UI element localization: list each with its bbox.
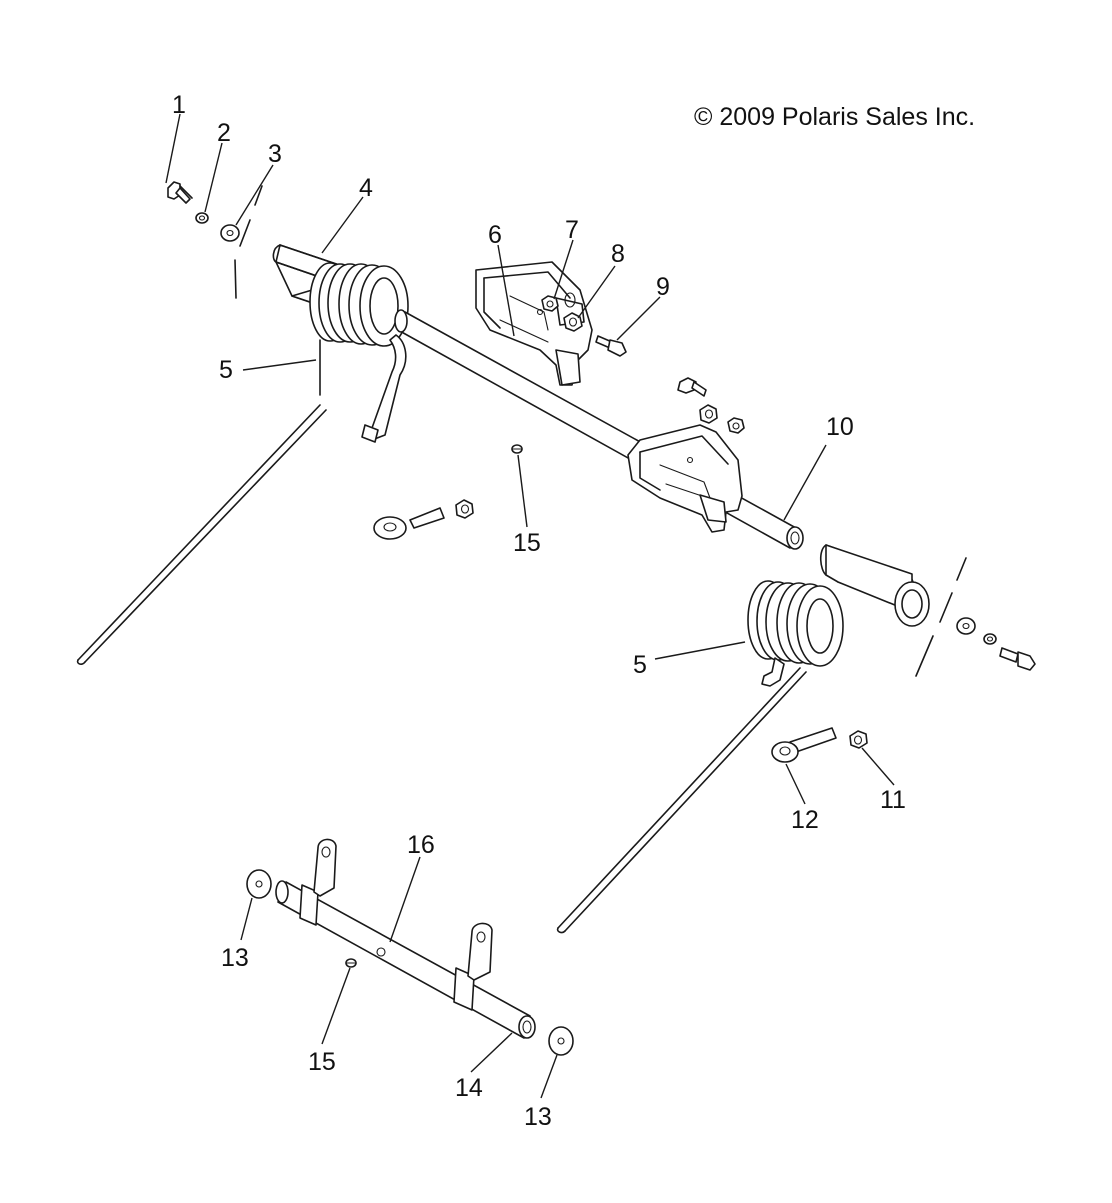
callout-2: 2: [217, 119, 231, 147]
nut-part-11: [849, 730, 868, 749]
nut-left-eye-bolt: [455, 499, 474, 519]
callout-12: 12: [791, 806, 819, 834]
nut-right-bracket-b: [727, 417, 745, 434]
torsion-spring-right-part-5: [556, 580, 844, 934]
bracket-part-6: [475, 261, 593, 386]
break-line-right: [915, 557, 967, 677]
callout-7: 7: [565, 216, 579, 244]
lock-washer-part-2: [195, 212, 209, 224]
bolt-part-1: [167, 181, 193, 204]
callout-13-left: 13: [221, 944, 249, 972]
callout-5-left: 5: [219, 356, 233, 384]
callout-15-bottom: 15: [308, 1048, 336, 1076]
nut-right-bracket-a: [699, 404, 718, 424]
callout-4: 4: [359, 174, 373, 202]
callout-5-right: 5: [633, 651, 647, 679]
bolt-part-9: [595, 335, 627, 357]
washer-part-13-right: [548, 1026, 574, 1056]
callout-10: 10: [826, 413, 854, 441]
bolt-right-bracket: [677, 377, 707, 397]
leader-lines: [165, 113, 895, 1099]
callout-3: 3: [268, 140, 282, 168]
lock-washer-right: [983, 633, 997, 645]
callout-9: 9: [656, 273, 670, 301]
callout-16: 16: [407, 831, 435, 859]
callout-15-top: 15: [513, 529, 541, 557]
copyright-text: © 2009 Polaris Sales Inc.: [694, 103, 975, 131]
callout-14: 14: [455, 1074, 483, 1102]
bushing-right: [819, 544, 930, 627]
break-line-left: [234, 185, 263, 299]
grease-fitting-part-15-bottom: [345, 958, 357, 968]
washer-part-13-left: [246, 869, 272, 899]
callout-6: 6: [488, 221, 502, 249]
flat-washer-part-3: [220, 224, 240, 242]
bolt-right: [999, 647, 1036, 671]
callout-13-right: 13: [524, 1103, 552, 1131]
flat-washer-right: [956, 617, 976, 635]
callout-8: 8: [611, 240, 625, 268]
callout-11: 11: [880, 786, 906, 814]
lower-shaft-part-16: [275, 838, 536, 1039]
torsion-spring-left-part-5: [76, 262, 409, 665]
eye-bolt-part-12: [771, 727, 837, 763]
callout-1: 1: [172, 91, 186, 119]
grease-fitting-part-15-top: [511, 444, 523, 454]
eye-bolt-left: [373, 507, 445, 540]
nut-part-7: [541, 295, 559, 312]
bracket-right: [627, 424, 743, 533]
